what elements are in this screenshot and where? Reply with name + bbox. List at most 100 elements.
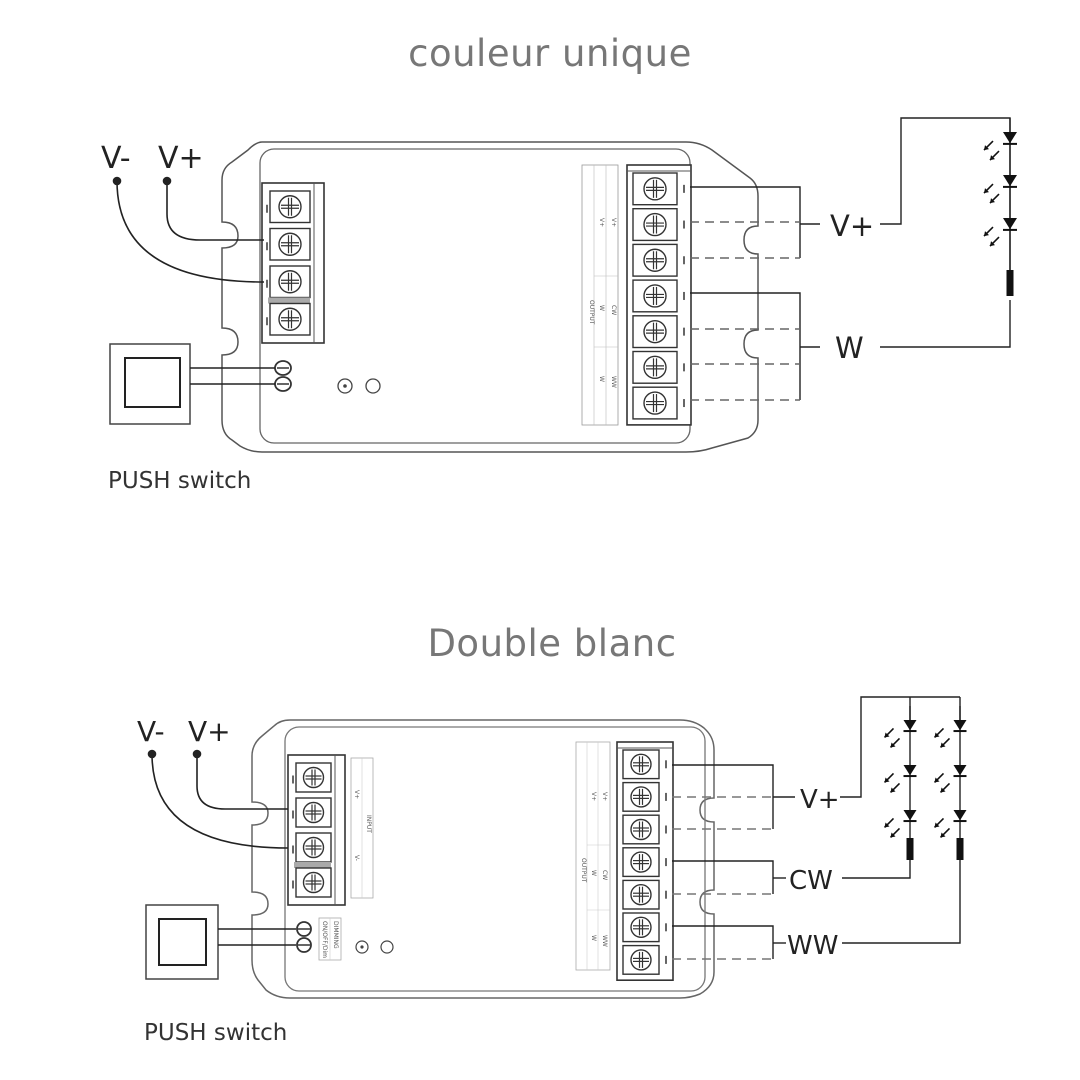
led-arrowhead — [984, 145, 989, 151]
strip-label: V+ — [610, 218, 617, 227]
input-label-strip: V+ INPUT V- — [350, 757, 374, 899]
led-triangle — [1003, 175, 1017, 187]
screw-icon — [643, 177, 667, 201]
screw-icon — [278, 270, 302, 294]
controller-housing-outer — [221, 141, 759, 453]
led-arrowhead — [940, 832, 946, 838]
led-strings — [883, 706, 967, 860]
output-label-v-plus: V+ — [830, 209, 874, 243]
dimming-label: ON/OFF/Dim — [321, 921, 328, 958]
led-icon — [933, 765, 967, 794]
led-arrowhead — [984, 231, 989, 237]
input-terminal-block — [287, 754, 346, 906]
push-switch-icon — [109, 343, 275, 425]
screw-head — [278, 270, 302, 294]
led-icon — [983, 132, 1017, 161]
output-label-v-plus: V+ — [800, 785, 840, 815]
led-triangle — [953, 765, 967, 776]
screw-head — [630, 753, 652, 775]
screw-head — [643, 177, 667, 201]
output-wires — [690, 117, 1011, 401]
led-arrowhead — [940, 787, 946, 793]
led-icon — [933, 720, 967, 749]
output-label-cw: CW — [789, 866, 833, 896]
screw-head — [630, 818, 652, 841]
led-arrowhead — [884, 822, 890, 828]
input-wires — [112, 176, 265, 283]
switch-terminals — [274, 360, 292, 392]
wiring-diagram-dual-white: V+ INPUT V- OUTPUT V+ V+ W CW W WW DIMMI… — [137, 696, 967, 1046]
input-label-v-minus: V- — [101, 141, 131, 176]
screw-icon — [643, 391, 667, 415]
led-icon — [983, 175, 1017, 204]
led-triangle — [1003, 218, 1017, 230]
strip-label: W — [590, 870, 597, 876]
strip-label: V+ — [590, 792, 597, 801]
diagram-title-single-color: couleur unique — [408, 32, 692, 75]
push-switch-label: PUSH switch — [108, 468, 251, 494]
led-arrowhead — [990, 241, 995, 247]
output-strip-header: OUTPUT — [588, 300, 595, 325]
screw-head — [302, 836, 325, 859]
screw-head — [630, 851, 652, 873]
strip-label: WW — [610, 376, 617, 388]
output-terminal-block — [616, 741, 674, 981]
screw-head — [630, 786, 652, 808]
screw-head — [278, 307, 302, 331]
led-arrowhead — [934, 822, 940, 828]
screw-head — [630, 949, 652, 971]
screw-icon — [643, 355, 667, 380]
strip-label: W — [590, 935, 597, 941]
led-arrowhead — [884, 732, 890, 738]
led-arrowhead — [934, 777, 940, 783]
screw-icon — [630, 753, 652, 775]
screw-head — [278, 195, 302, 219]
screw-head — [643, 212, 667, 237]
diagram-title-dual-white: Double blanc — [427, 622, 677, 665]
led-arrowhead — [890, 742, 896, 748]
led-arrowhead — [990, 155, 995, 161]
led-arrowhead — [990, 198, 995, 204]
led-arrowhead — [884, 777, 890, 783]
strip-label: W — [598, 305, 605, 311]
screw-head — [643, 248, 667, 272]
screw-icon — [643, 319, 667, 344]
led-icon — [883, 810, 917, 839]
screw-head — [278, 232, 302, 256]
led-icon — [883, 765, 917, 794]
screw-icon — [630, 916, 652, 938]
screw-icon — [278, 307, 302, 331]
output-strip-header: OUTPUT — [580, 858, 587, 883]
screw-head — [643, 319, 667, 344]
status-indicator-led-icon — [337, 378, 353, 394]
terminal-separator — [294, 862, 331, 868]
output-label-ww: WW — [787, 931, 838, 961]
led-arrowhead — [984, 188, 989, 194]
terminal-separator — [268, 297, 310, 304]
led-triangle — [903, 765, 917, 776]
strip-label: V+ — [601, 792, 608, 801]
screw-head — [302, 801, 325, 824]
input-label-v-plus: V+ — [188, 715, 231, 748]
strip-label: V+ — [598, 218, 605, 227]
input-terminal-block — [261, 182, 325, 344]
switch-terminals — [296, 921, 312, 953]
screw-head — [630, 916, 652, 938]
program-button-icon — [365, 378, 381, 394]
program-button-icon — [380, 940, 394, 954]
dimming-label-strip: DIMMING ON/OFF/Dim — [318, 917, 342, 961]
push-switch-label: PUSH switch — [144, 1020, 287, 1046]
output-terminal-block — [626, 164, 692, 426]
led-icon — [983, 218, 1017, 247]
led-triangle — [1003, 132, 1017, 144]
screw-head — [643, 355, 667, 380]
screw-icon — [278, 195, 302, 219]
screw-head — [302, 871, 325, 894]
strip-label: V+ — [353, 790, 360, 799]
led-triangle — [953, 720, 967, 731]
resistor-icon — [956, 838, 964, 860]
screw-head — [630, 884, 652, 906]
status-indicator-led-icon — [355, 940, 369, 954]
led-arrowhead — [890, 787, 896, 793]
screw-head — [302, 766, 325, 789]
